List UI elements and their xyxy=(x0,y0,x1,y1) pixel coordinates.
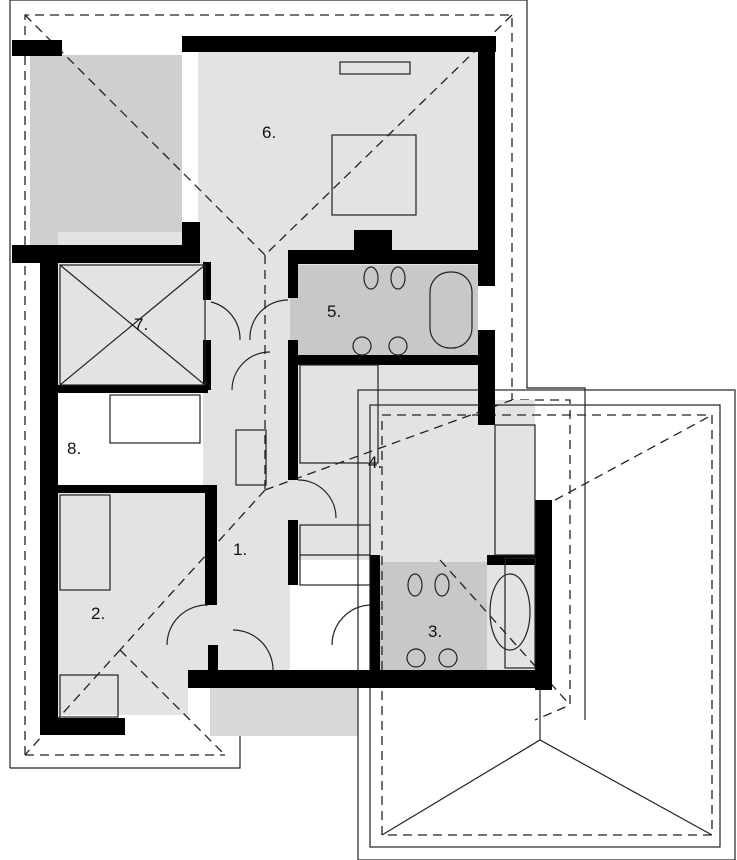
bathtub-5 xyxy=(429,271,473,349)
room-label-8: 8. xyxy=(67,439,81,458)
tv-unit xyxy=(339,61,411,75)
desk-2 xyxy=(59,674,119,718)
bed xyxy=(331,134,417,216)
room-label-2: 2. xyxy=(91,604,105,623)
room-labels: 6. 7. 5. 8. 4. 1. 2. 3. xyxy=(67,123,442,641)
bed-2 xyxy=(59,494,111,591)
room-label-6: 6. xyxy=(262,123,276,142)
room-3-floor xyxy=(375,562,487,670)
stairs xyxy=(109,394,201,444)
room-5-floor xyxy=(290,265,478,357)
room-label-4: 4. xyxy=(368,453,382,472)
room-label-5: 5. xyxy=(327,302,341,321)
stairs-area xyxy=(58,392,203,487)
wardrobe-7 xyxy=(59,264,206,386)
terrace xyxy=(357,389,736,860)
room-label-1: 1. xyxy=(233,540,247,559)
room-6-floor xyxy=(198,52,478,232)
bathtub-3 xyxy=(489,573,531,651)
balcony xyxy=(30,55,182,245)
desk-4 xyxy=(494,424,536,556)
room-label-3: 3. xyxy=(428,622,442,641)
bed-4 xyxy=(299,364,379,464)
floor-areas xyxy=(30,52,535,736)
room-label-7: 7. xyxy=(134,315,148,334)
fixtures xyxy=(59,61,536,718)
terrace-strip xyxy=(210,688,358,736)
walls xyxy=(12,36,552,735)
